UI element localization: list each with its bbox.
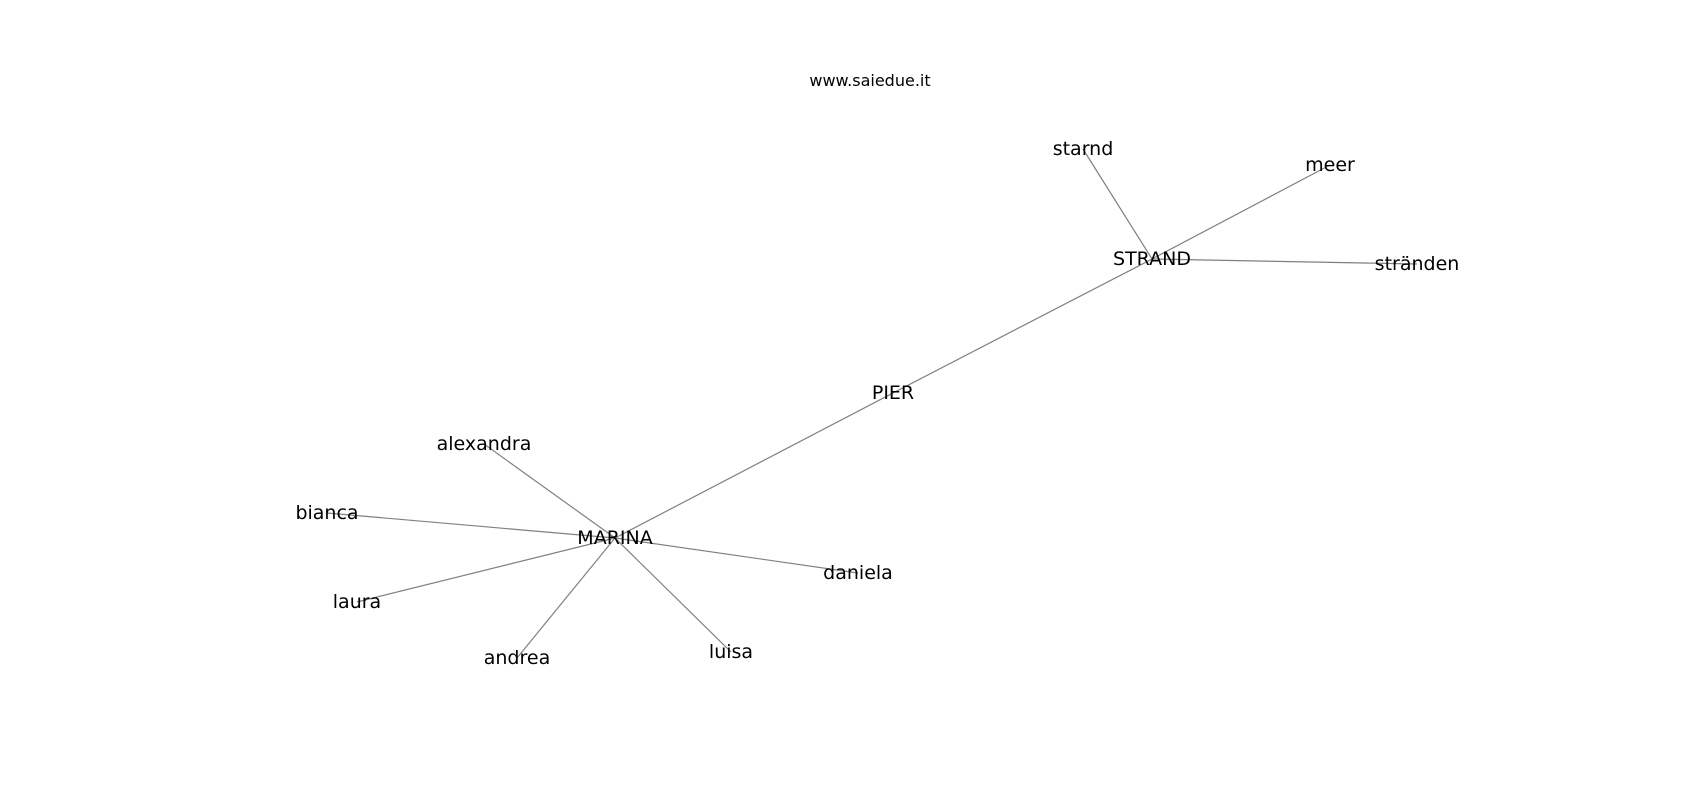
edge-marina-laura [356,537,616,603]
node-label-alexandra: alexandra [437,433,532,455]
node-label-meer: meer [1305,154,1355,176]
edge-marina-bianca [326,512,616,539]
edge-marina-luisa [614,537,732,653]
node-label-starnd: starnd [1053,138,1114,160]
edge-strand-starnd [1082,148,1153,260]
edge-marina-alexandra [483,443,616,539]
node-label-pier: PIER [872,382,914,404]
node-label-bianca: bianca [295,502,358,524]
edge-marina-andrea [516,537,616,659]
node-label-daniela: daniela [823,562,893,584]
node-label-stranden: stränden [1375,253,1460,275]
edge-strand-stranden [1151,258,1418,265]
edge-pier-strand [892,258,1153,394]
graph-edges [326,148,1418,659]
node-label-laura: laura [333,591,381,613]
edge-strand-meer [1151,164,1331,260]
watermark-text: www.saiedue.it [809,71,931,90]
graph-node-labels: PIER STRAND MARINA starnd meer stränden alexan… [295,138,1459,669]
node-label-luisa: luisa [709,641,753,663]
edge-marina-daniela [614,537,859,574]
edge-pier-marina [614,392,894,539]
node-label-andrea: andrea [484,647,550,669]
node-label-marina: MARINA [577,527,652,549]
node-label-strand: STRAND [1113,248,1191,270]
